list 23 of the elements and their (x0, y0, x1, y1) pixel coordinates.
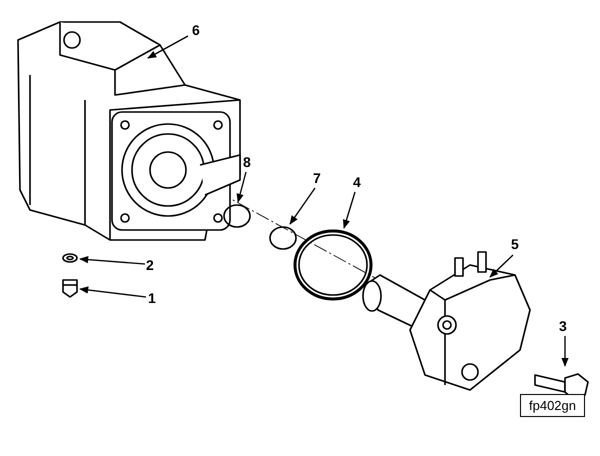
callout-number: 5 (511, 236, 519, 252)
o-ring (294, 230, 372, 300)
callout-number: 4 (353, 174, 361, 190)
callout-number: 2 (146, 257, 154, 273)
callout-number: 7 (313, 170, 321, 186)
plug-drawing (62, 279, 78, 298)
pump-housing-drawing (17, 21, 241, 241)
callout-number: 3 (559, 318, 567, 334)
leader-arrow (236, 172, 247, 203)
leader-arrow (79, 286, 146, 298)
leader-arrow (342, 192, 356, 229)
leader-arrow (489, 254, 514, 278)
pump-drawing (362, 251, 531, 391)
callout-number: 1 (148, 290, 156, 306)
leader-arrow (561, 336, 569, 367)
leader-arrow (147, 35, 188, 59)
washer-drawing (62, 253, 78, 263)
callout-number: 8 (243, 154, 251, 170)
o-ring (223, 204, 251, 228)
o-ring (269, 226, 297, 250)
leader-arrow (289, 188, 316, 225)
leader-arrow (79, 256, 146, 265)
callout-number: 6 (192, 22, 200, 38)
